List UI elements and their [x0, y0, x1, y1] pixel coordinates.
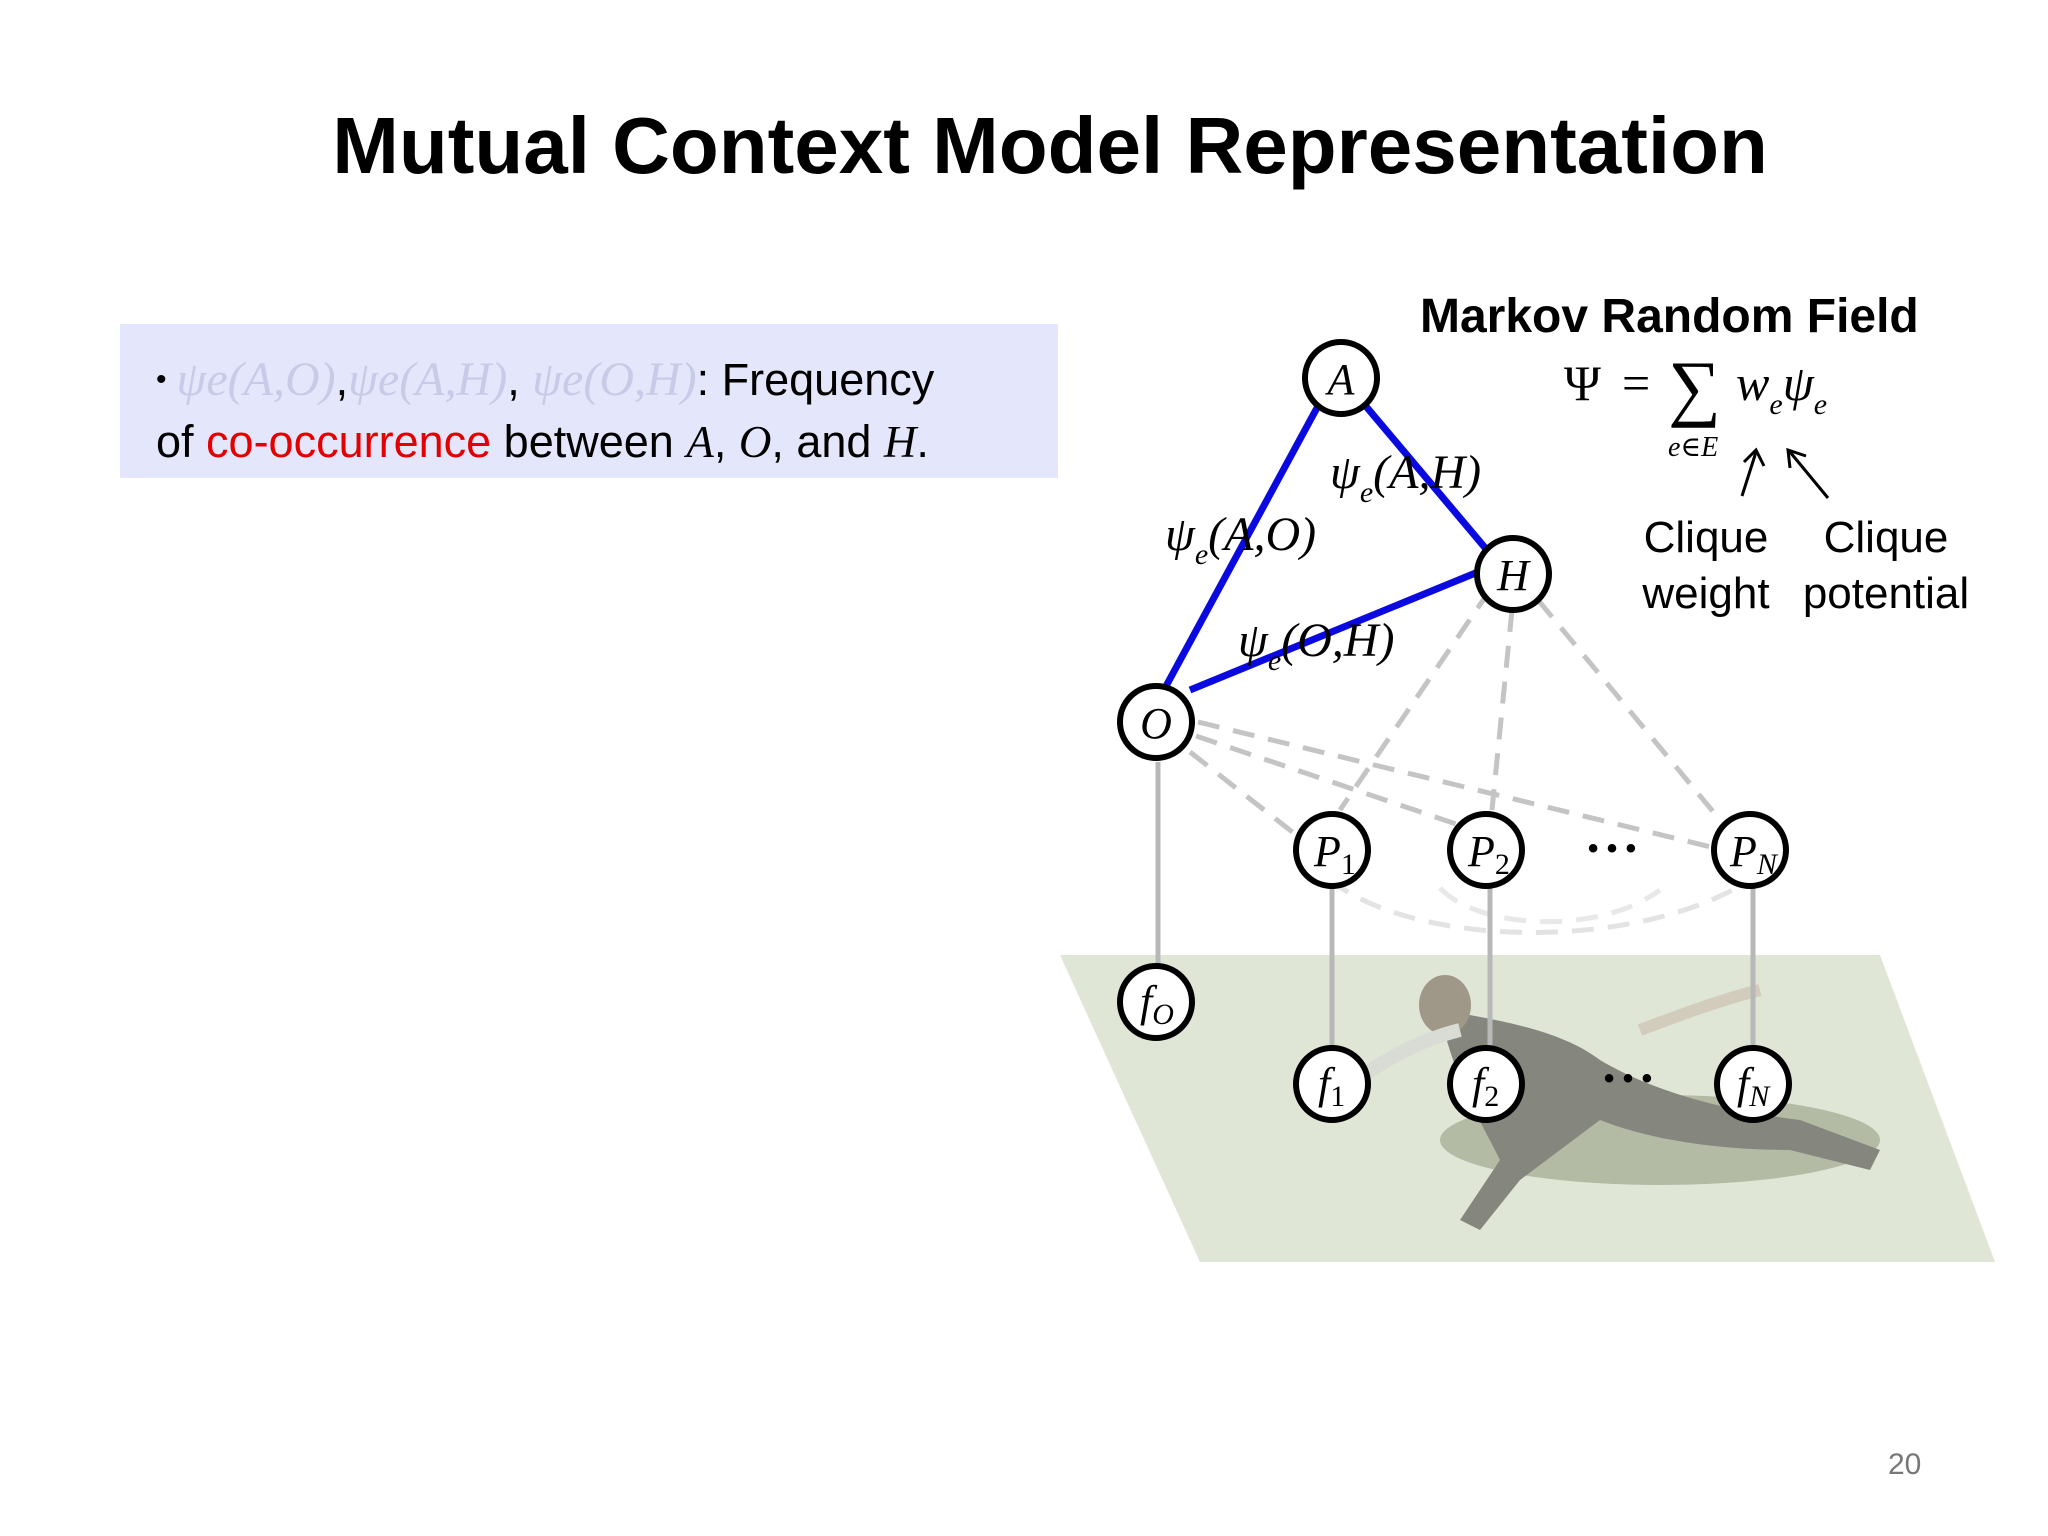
mrf-heading: Markov Random Field — [1420, 290, 1919, 343]
svg-text:O: O — [1140, 699, 1172, 748]
formula-lhs: Ψ — [1564, 355, 1601, 411]
arrow-potential — [1788, 451, 1830, 499]
var-H: H — [883, 417, 917, 467]
clique-potential-label-2: potential — [1803, 569, 1969, 618]
svg-text:P1: P1 — [1313, 827, 1356, 881]
node-f2: f2 — [1447, 1045, 1525, 1123]
formula-eq: = — [1622, 355, 1650, 411]
edge-label-AH: ψe(A,H) — [1330, 446, 1481, 509]
node-A: A — [1302, 339, 1380, 417]
slide-title: Mutual Context Model Representation — [332, 101, 1768, 190]
frequency-text: : Frequency — [696, 354, 935, 405]
bullet-text: •ψe(A,O),ψe(A,H), ψe(O,H): Frequency of … — [156, 352, 934, 470]
node-fO: fO — [1117, 963, 1195, 1041]
clique-weight-label-1: Clique — [1644, 513, 1769, 562]
of-text: of — [156, 416, 207, 467]
psi-OH-term: ψe(O,H) — [532, 353, 697, 406]
arrow-weight — [1740, 451, 1758, 497]
bullet-dot: • — [156, 363, 167, 396]
edge-label-OH: ψe(O,H) — [1238, 614, 1394, 677]
period: . — [916, 416, 929, 467]
annotation-arrows — [1740, 447, 1830, 499]
node-O: O — [1117, 683, 1195, 761]
formula-sum: ∑ — [1668, 347, 1721, 429]
psi-AO-term: ψe(A,O) — [176, 353, 336, 406]
co-occurrence-highlight: co-occurrence — [206, 416, 492, 467]
edge-P2-arc — [1438, 886, 1662, 925]
page-number: 20 — [1888, 1448, 1922, 1481]
svg-text:P2: P2 — [1467, 827, 1510, 881]
ellipsis-P: • • • — [1588, 832, 1636, 865]
clique-potential-label-1: Clique — [1824, 513, 1949, 562]
node-P2: P2 — [1447, 811, 1525, 889]
edge-H-PN — [1536, 598, 1722, 822]
comma-2: , — [507, 354, 520, 405]
node-f1: f1 — [1293, 1045, 1371, 1123]
ellipsis-f: • • • — [1604, 1062, 1652, 1095]
weak-edges — [1188, 588, 1752, 935]
edge-H-P2 — [1489, 609, 1515, 811]
edge-A-H — [1361, 401, 1495, 559]
edge-A-O — [1161, 404, 1322, 690]
edge-H-P1 — [1337, 588, 1493, 812]
node-PN: PN — [1711, 811, 1789, 889]
edge-O-PN — [1197, 719, 1716, 851]
edge-O-P1 — [1188, 750, 1302, 840]
node-fN: fN — [1714, 1045, 1792, 1123]
svg-text:A: A — [1325, 355, 1356, 404]
svg-text:H: H — [1496, 551, 1531, 600]
between-text: between — [491, 416, 687, 467]
svg-text:PN: PN — [1729, 827, 1779, 881]
edge-O-P2 — [1195, 733, 1463, 829]
formula-sum-subscript: e∈E — [1668, 432, 1718, 463]
node-P1: P1 — [1293, 811, 1371, 889]
formula-terms: weψe — [1736, 355, 1827, 421]
var-O: O — [738, 417, 772, 467]
clique-weight-label-2: weight — [1641, 569, 1769, 618]
bullet-line-1: • ψe(A,O),ψe(A,H), ψe(O,H): Frequency — [156, 352, 934, 414]
bullet-box: •ψe(A,O),ψe(A,H), ψe(O,H): Frequency of … — [120, 324, 1058, 478]
edge-O-H — [1188, 568, 1480, 694]
sep-2: , and — [771, 416, 884, 467]
node-H: H — [1474, 535, 1552, 613]
psi-AH-term: ψe(A,H) — [348, 353, 508, 406]
var-A: A — [686, 417, 714, 467]
bullet-line-2: of co-occurrence between A, O, and H. — [156, 414, 934, 470]
comma-1: , — [335, 354, 349, 405]
sep-1: , — [713, 416, 739, 467]
feature-edges — [1155, 762, 1756, 1046]
mrf-formula: Ψ = ∑ e∈E weψe — [1564, 347, 1827, 463]
edge-label-AO: ψe(A,O) — [1165, 508, 1316, 571]
strong-edges — [1161, 401, 1495, 694]
edge-P1-PN-arc — [1328, 877, 1752, 935]
